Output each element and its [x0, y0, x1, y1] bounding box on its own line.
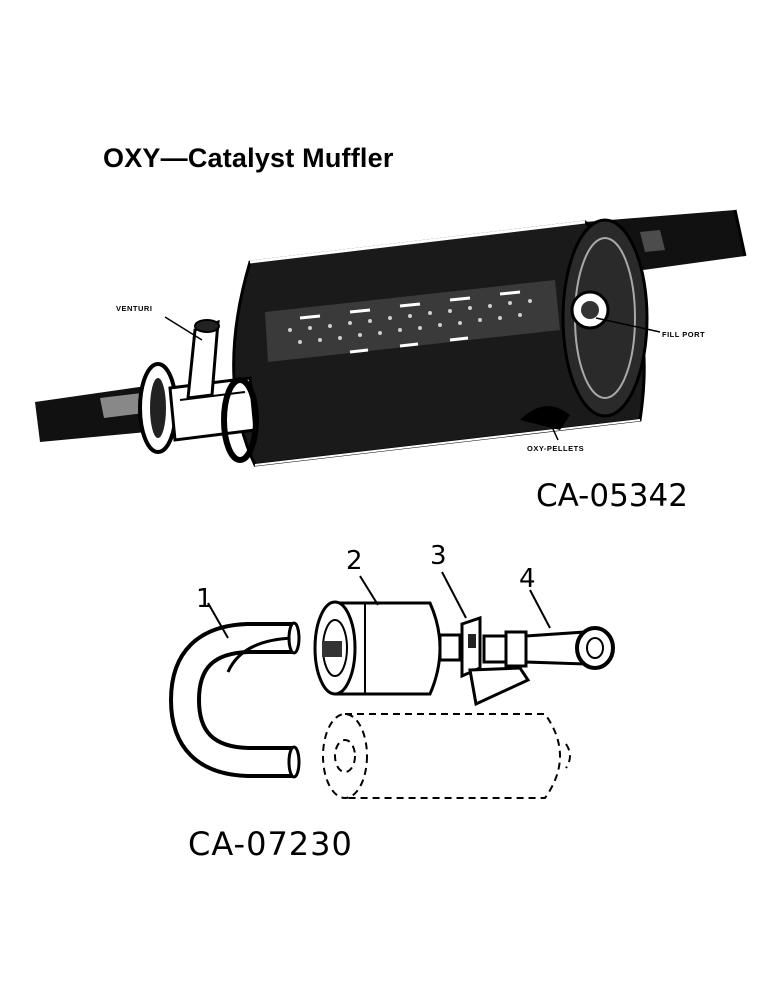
muffler-shell [232, 218, 649, 467]
page-title: OXY—Catalyst Muffler [103, 143, 394, 173]
part-label-4: 4 [519, 564, 536, 594]
figure-code-bottom: CA-07230 [188, 825, 353, 863]
callout-leaders [164, 316, 661, 441]
part-4-fill-plug [482, 626, 615, 670]
part-label-2: 2 [346, 546, 363, 576]
part-label-1: 1 [196, 584, 213, 614]
venturi-label: VENTURI [116, 304, 153, 313]
perforations [288, 299, 532, 344]
fill-port-label: FILL PORT [662, 330, 706, 339]
part-3-bracket [460, 615, 531, 707]
part-2-canister [313, 600, 462, 696]
phantom-canister [322, 713, 571, 799]
part-label-3: 3 [430, 541, 447, 571]
oxy-pellets-label: OXY-PELLETS [527, 444, 585, 453]
inlet-pipe [35, 362, 259, 463]
venturi-tube [186, 319, 220, 400]
part-1-u-pipe [168, 621, 301, 779]
part-leaders [207, 571, 551, 639]
figure-code-top: CA-05342 [536, 478, 688, 514]
